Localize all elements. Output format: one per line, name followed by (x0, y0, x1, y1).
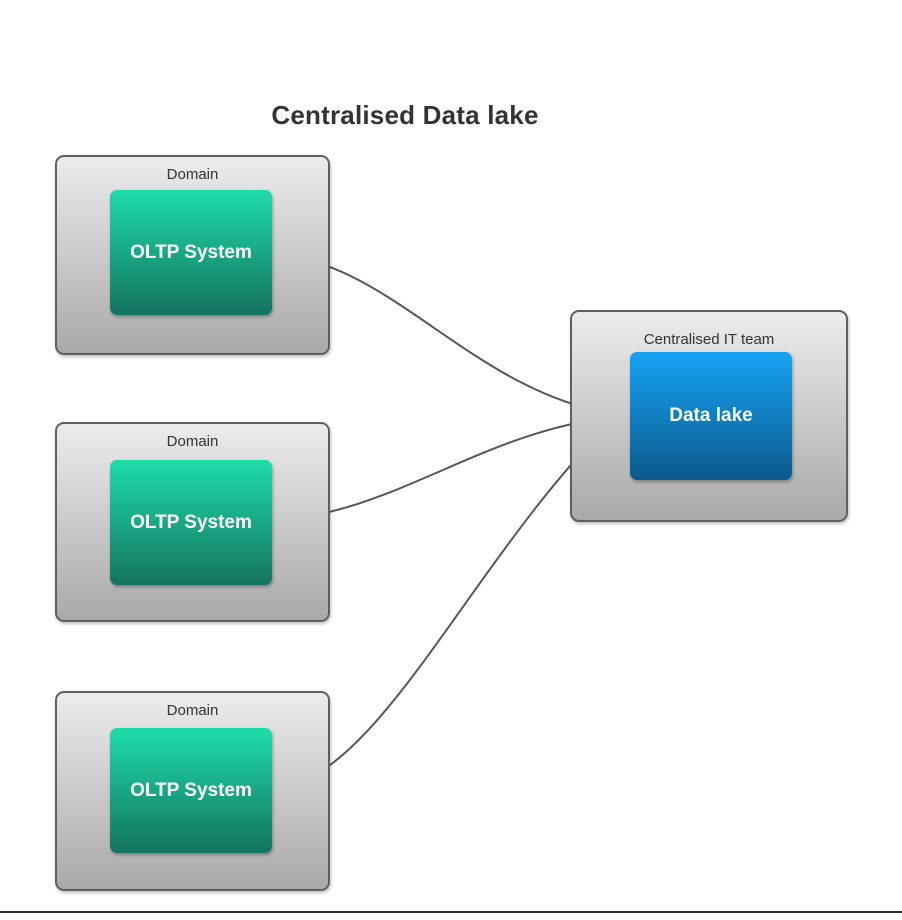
oltp-system-node-1: OLTP System (110, 190, 272, 315)
oltp-system-node-3: OLTP System (110, 728, 272, 853)
domain-group-2: Domain OLTP System (55, 422, 330, 622)
bottom-border-line (0, 911, 902, 913)
domain-3-label: Domain (166, 702, 219, 719)
central-it-team-group: Centralised IT team Data lake (570, 310, 848, 522)
domain-1-label: Domain (166, 166, 219, 183)
central-it-team-label: Centralised IT team (643, 331, 775, 348)
oltp-system-3-label: OLTP System (130, 779, 252, 801)
oltp-system-2-label: OLTP System (130, 511, 252, 533)
data-lake-label: Data lake (669, 405, 753, 426)
diagram-title: Centralised Data lake (271, 100, 539, 130)
domain-group-1: Domain OLTP System (55, 155, 330, 355)
oltp-system-1-label: OLTP System (130, 241, 252, 263)
data-lake-node: Data lake (630, 352, 792, 480)
oltp-system-node-2: OLTP System (110, 460, 272, 585)
domain-2-label: Domain (166, 433, 219, 450)
domain-group-3: Domain OLTP System (55, 691, 330, 891)
